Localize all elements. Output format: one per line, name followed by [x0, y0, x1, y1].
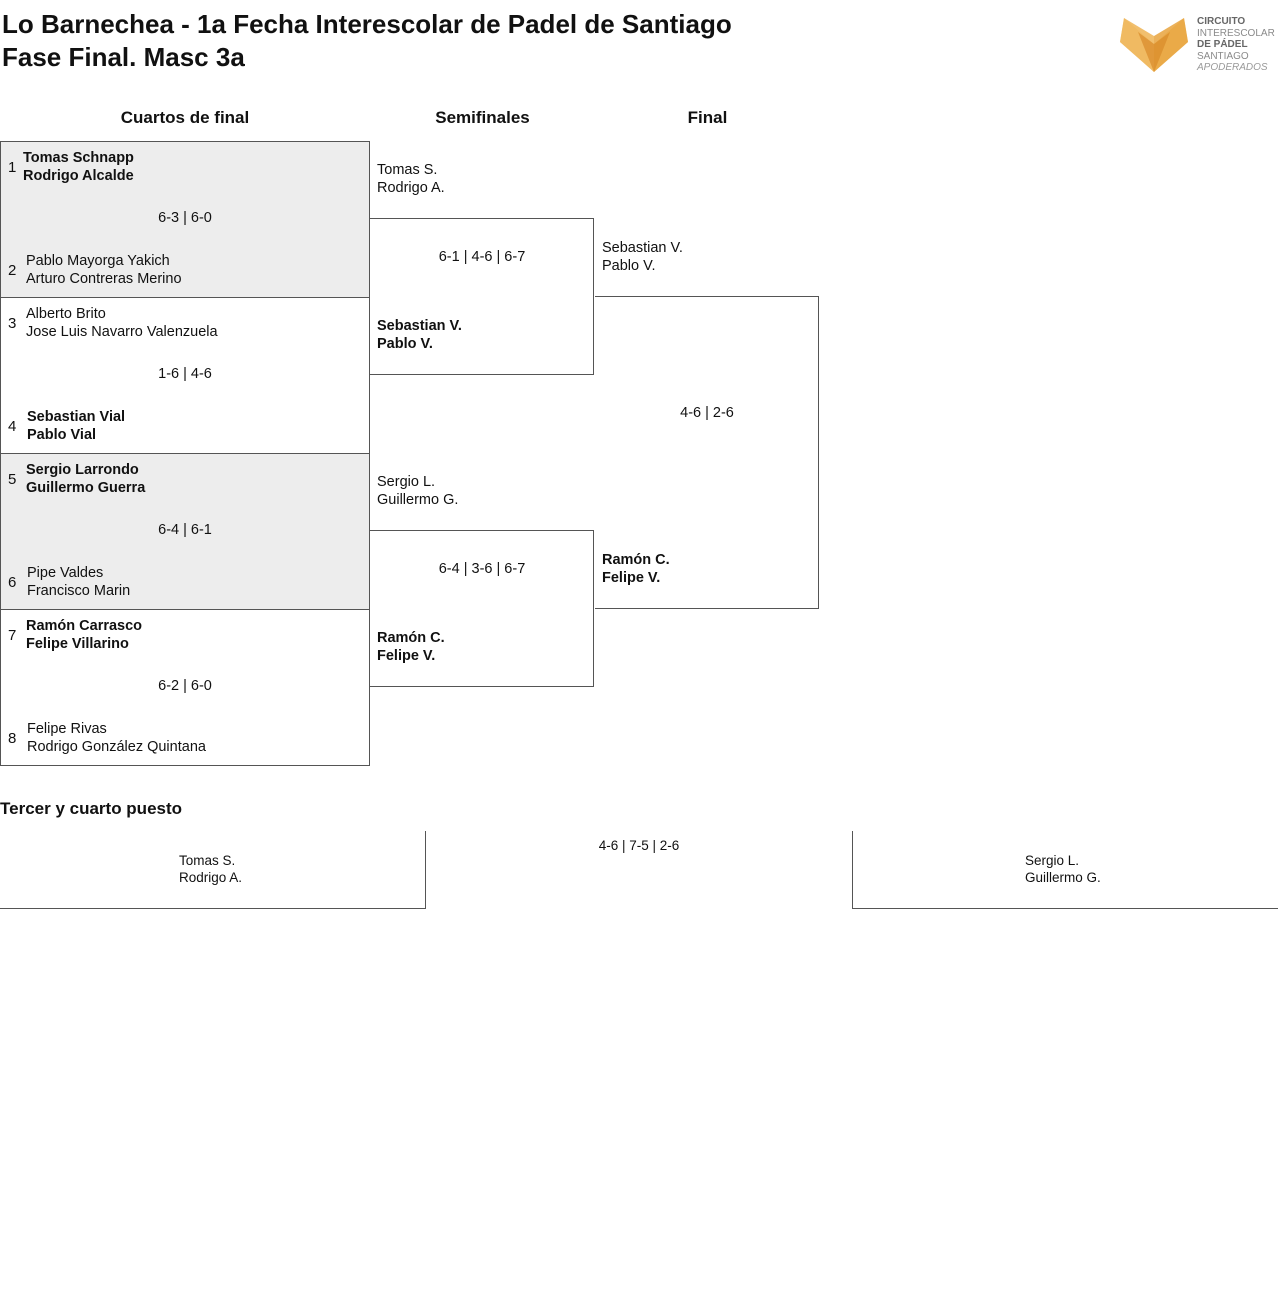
player-name: Felipe V. [602, 570, 661, 586]
page-title: Lo Barnechea - 1a Fecha Interescolar de … [2, 9, 732, 39]
player-name: Jose Luis Navarro Valenzuela [26, 324, 218, 340]
player-name: Sergio Larrondo [26, 462, 139, 478]
semifinal-1-bracket [370, 218, 594, 375]
player-name: Tomas S. [377, 162, 438, 178]
seed-number: 1 [8, 159, 17, 176]
player-name: Ramón C. [377, 630, 445, 646]
seed-number: 5 [8, 471, 17, 488]
team-3: Alberto Brito Jose Luis Navarro Valenzue… [26, 305, 218, 341]
logo-wordmark: CIRCUITO INTERESCOLAR DE PÁDEL SANTIAGO … [1197, 16, 1275, 74]
player-name: Tomas S. [179, 853, 236, 868]
logo-line-5: APODERADOS [1197, 62, 1268, 73]
player-name: Sebastian Vial [27, 409, 126, 425]
semifinal-2-score: 6-4 | 3-6 | 6-7 [438, 561, 526, 577]
round-header-quarterfinals: Cuartos de final [120, 108, 250, 127]
player-name: Pablo V. [602, 258, 656, 274]
seed-number: 7 [8, 627, 17, 644]
player-name: Felipe Rivas [27, 721, 107, 737]
final-team-bottom: Ramón C. Felipe V. [602, 551, 670, 587]
seed-number: 3 [8, 315, 17, 332]
fox-logo-icon [1120, 18, 1188, 72]
logo-line-3: DE PÁDEL [1197, 39, 1248, 50]
third-place-title: Tercer y cuarto puesto [0, 799, 183, 818]
semifinal-2-team-top: Sergio L. Guillermo G. [377, 473, 458, 509]
third-place-team-right: Sergio L. Guillermo G. [1025, 852, 1101, 886]
final-score: 4-6 | 2-6 [680, 405, 734, 421]
final-team-top: Sebastian V. Pablo V. [602, 239, 683, 275]
player-name: Guillermo Guerra [26, 480, 146, 496]
quarterfinal-match-3: 5 Sergio Larrondo Guillermo Guerra 6-4 |… [0, 453, 370, 610]
page-subtitle: Fase Final. Masc 3a [2, 42, 245, 72]
team-5: Sergio Larrondo Guillermo Guerra [26, 461, 145, 497]
player-name: Pablo Mayorga Yakich [26, 253, 170, 269]
quarterfinal-match-2: 3 Alberto Brito Jose Luis Navarro Valenz… [0, 297, 370, 454]
player-name: Felipe Villarino [26, 636, 129, 652]
seed-number: 6 [8, 574, 17, 591]
seed-number: 2 [8, 262, 17, 279]
team-6: Pipe Valdes Francisco Marin [27, 564, 130, 600]
team-1: Tomas Schnapp Rodrigo Alcalde [23, 149, 134, 185]
semifinal-1-score: 6-1 | 4-6 | 6-7 [438, 249, 526, 265]
player-name: Pipe Valdes [27, 565, 104, 581]
match-score: 6-3 | 6-0 [158, 210, 212, 226]
player-name: Alberto Brito [26, 306, 106, 322]
seed-number: 8 [8, 730, 17, 747]
player-name: Pablo V. [377, 336, 433, 352]
match-score: 1-6 | 4-6 [158, 366, 212, 382]
player-name: Sebastian V. [377, 318, 462, 334]
player-name: Tomas Schnapp [23, 150, 134, 166]
team-7: Ramón Carrasco Felipe Villarino [26, 617, 142, 653]
player-name: Guillermo G. [1025, 870, 1101, 885]
player-name: Rodrigo A. [179, 870, 243, 885]
semifinal-1-team-top: Tomas S. Rodrigo A. [377, 161, 445, 197]
logo-line-4: SANTIAGO [1197, 50, 1249, 62]
player-name: Arturo Contreras Merino [26, 271, 182, 287]
circuit-logo: CIRCUITO INTERESCOLAR DE PÁDEL SANTIAGO … [1118, 14, 1278, 78]
team-8: Felipe Rivas Rodrigo González Quintana [27, 720, 206, 756]
player-name: Ramón Carrasco [26, 618, 143, 634]
player-name: Sergio L. [377, 474, 436, 490]
player-name: Rodrigo González Quintana [27, 739, 206, 755]
third-place-team-left: Tomas S. Rodrigo A. [179, 852, 242, 886]
player-name: Rodrigo A. [377, 180, 445, 196]
team-2: Pablo Mayorga Yakich Arturo Contreras Me… [26, 252, 182, 288]
player-name: Rodrigo Alcalde [23, 168, 134, 184]
semifinal-2-team-bottom: Ramón C. Felipe V. [377, 629, 445, 665]
player-name: Ramón C. [602, 552, 670, 568]
player-name: Felipe V. [377, 648, 436, 664]
match-score: 6-2 | 6-0 [158, 678, 212, 694]
player-name: Guillermo G. [377, 492, 459, 508]
match-score: 6-4 | 6-1 [158, 522, 212, 538]
third-place-left-box [0, 831, 426, 909]
player-name: Francisco Marin [27, 583, 131, 599]
player-name: Sergio L. [1025, 853, 1080, 868]
round-header-final: Final [687, 108, 728, 127]
semifinal-2-bracket [370, 530, 594, 687]
seed-number: 4 [8, 418, 17, 435]
semifinal-1-team-bottom: Sebastian V. Pablo V. [377, 317, 462, 353]
player-name: Sebastian V. [602, 240, 683, 256]
round-header-semifinals: Semifinales [435, 108, 530, 127]
third-place-score: 4-6 | 7-5 | 2-6 [598, 838, 680, 853]
quarterfinal-match-1: 1 Tomas Schnapp Rodrigo Alcalde 6-3 | 6-… [0, 141, 370, 298]
team-4: Sebastian Vial Pablo Vial [27, 408, 125, 444]
logo-line-1: CIRCUITO [1197, 16, 1246, 27]
quarterfinal-match-4: 7 Ramón Carrasco Felipe Villarino 6-2 | … [0, 609, 370, 766]
logo-line-2: INTERESCOLAR [1197, 27, 1275, 39]
final-bracket [595, 296, 819, 609]
third-place-right-box [852, 831, 1278, 909]
player-name: Pablo Vial [27, 427, 97, 443]
